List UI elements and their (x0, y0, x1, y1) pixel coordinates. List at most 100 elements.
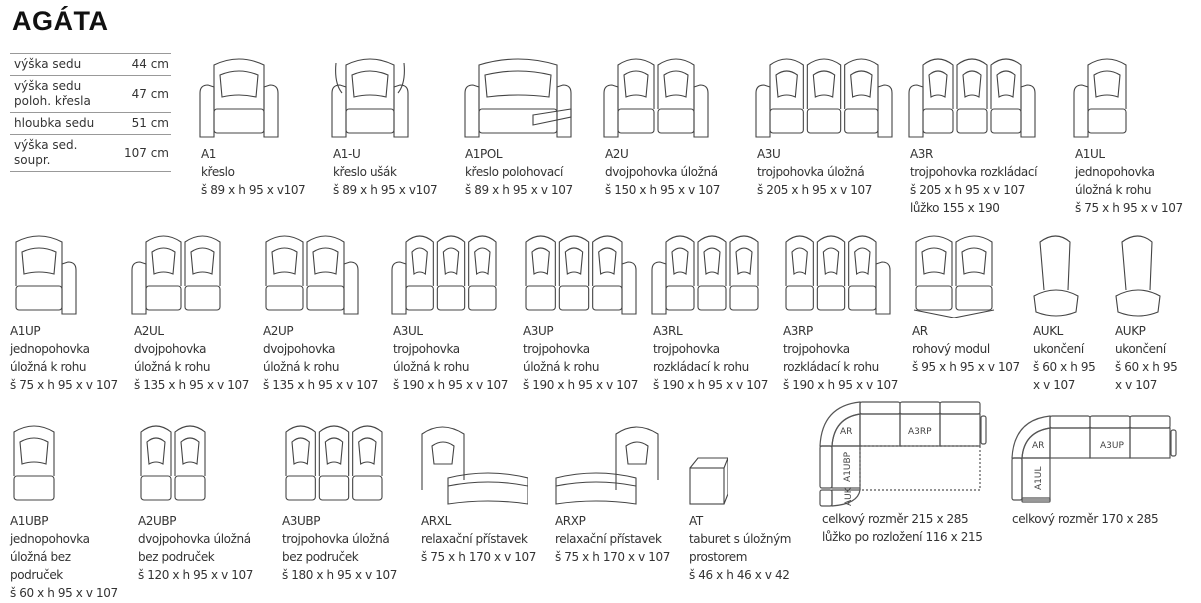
sofa-illustration (1072, 53, 1132, 141)
product-code: A1UBP (10, 514, 49, 528)
caption-line: lůžko po rozložení 116 x 215 (822, 530, 983, 544)
product-description-line: š 75 x h 170 x v 107 (421, 550, 536, 564)
corner-layout-plan-1: AR A3RP A1UBP AUK (819, 401, 987, 507)
product-item: A1UL jednopohovka úložná k rohu š 75 x h 95… (1075, 145, 1183, 217)
product-description-line: rohový modul (912, 342, 990, 356)
product-description-line: š 190 x h 95 x v 107 (393, 378, 508, 392)
product-description-line: jednopohovka (10, 342, 90, 356)
product-code: AR (912, 324, 928, 338)
product-description-line: š 190 x h 95 x v 107 (653, 378, 768, 392)
product-description-line: úložná k rohu (1075, 183, 1152, 197)
sofa-illustration (330, 53, 410, 141)
product-description-line: trojpohovka (393, 342, 460, 356)
sofa-illustration (910, 230, 998, 318)
spec-label: výška sed. soupr. (10, 134, 118, 172)
product-description-line: relaxační přístavek (421, 532, 528, 546)
product-description-line: š 135 x h 95 x v 107 (134, 378, 249, 392)
sofa-illustration (780, 230, 892, 318)
product-description-line: š 89 x h 95 x v 107 (465, 183, 573, 197)
sofa-illustration (280, 420, 388, 508)
product-description-line: jednopohovka (10, 532, 90, 546)
product-description-line: š 190 x h 95 x v 107 (783, 378, 898, 392)
product-code: A1UL (1075, 147, 1105, 161)
product-description-line: úložná k rohu (393, 360, 470, 374)
product-description-line: taburet s úložným (689, 532, 792, 546)
product-description-line: š 205 x h 95 x v 107 (910, 183, 1025, 197)
product-description-line: úložná k rohu (523, 360, 600, 374)
product-code: A3UP (523, 324, 554, 338)
product-description-line: š 75 x h 95 x v 107 (10, 378, 118, 392)
product-description-line: rozkládací k rohu (653, 360, 749, 374)
product-description-line: úložná k rohu (10, 360, 87, 374)
product-description-line: úložná k rohu (134, 360, 211, 374)
product-description-line: trojpohovka (653, 342, 720, 356)
product-description-line: š 120 x h 95 x v 107 (138, 568, 253, 582)
sofa-illustration (1030, 230, 1082, 318)
sofa-illustration (1112, 230, 1164, 318)
product-description-line: jednopohovka (1075, 165, 1155, 179)
product-description-line: š 150 x h 95 x v 107 (605, 183, 720, 197)
product-description-line: dvojpohovka (134, 342, 207, 356)
product-description-line: trojpohovka (523, 342, 590, 356)
product-description-line: š 89 x h 95 x v107 (333, 183, 438, 197)
sofa-illustration (198, 53, 280, 141)
caption-line: celkový rozměr 170 x 285 (1012, 512, 1159, 526)
product-description-line: š 46 x h 46 x v 42 (689, 568, 790, 582)
product-code: AT (689, 514, 703, 528)
product-code: A3UBP (282, 514, 321, 528)
plan-label: AUK (844, 486, 854, 506)
product-item: A1 křeslo š 89 x h 95 x v107 (201, 145, 306, 199)
product-code: A3U (757, 147, 781, 161)
sofa-illustration (8, 420, 60, 508)
product-description-line: š 75 x h 95 x v 107 (1075, 201, 1183, 215)
product-description-line: š 75 x h 170 x v 107 (555, 550, 670, 564)
product-code: A2U (605, 147, 629, 161)
spec-value: 47 cm (118, 75, 171, 113)
product-code: A3R (910, 147, 933, 161)
sofa-illustration (754, 53, 894, 141)
product-item: A2UL dvojpohovka úložná k rohu š 135 x h 95… (134, 322, 249, 394)
product-description-line: š 205 x h 95 x v 107 (757, 183, 872, 197)
sofa-illustration (552, 420, 662, 508)
corner-layout-plan-2: AR A3UP A1UL (1011, 415, 1177, 503)
product-description-line: š 60 x h 95 (1115, 360, 1178, 374)
product-code: A1POL (465, 147, 503, 161)
plan-label: A3UP (1100, 441, 1124, 451)
spec-label: výška sedu (10, 53, 118, 76)
product-code: A3RP (783, 324, 813, 338)
product-description-line: dvojpohovka úložná (138, 532, 251, 546)
product-code: ARXP (555, 514, 586, 528)
plan-label: A1UL (1034, 467, 1044, 490)
plan-label: A3RP (908, 427, 932, 437)
product-description-line: křeslo (201, 165, 235, 179)
sofa-illustration (390, 230, 502, 318)
product-description-line: rozkládací k rohu (783, 360, 879, 374)
product-description-line: bez područek (282, 550, 359, 564)
product-description-line: dvojpohovka úložná (605, 165, 718, 179)
product-code: A1 (201, 147, 217, 161)
product-description-line: křeslo polohovací (465, 165, 563, 179)
caption-line: celkový rozměr 215 x 285 (822, 512, 969, 526)
product-item: A1POL křeslo polohovací š 89 x h 95 x v 10… (465, 145, 573, 199)
sofa-illustration (130, 230, 226, 318)
sofa-illustration (418, 420, 528, 508)
spec-label: hloubka sedu (10, 112, 118, 135)
product-code: A2UL (134, 324, 164, 338)
product-description-line: š 89 x h 95 x v107 (201, 183, 306, 197)
product-description-line: trojpohovka rozkládací (910, 165, 1038, 179)
